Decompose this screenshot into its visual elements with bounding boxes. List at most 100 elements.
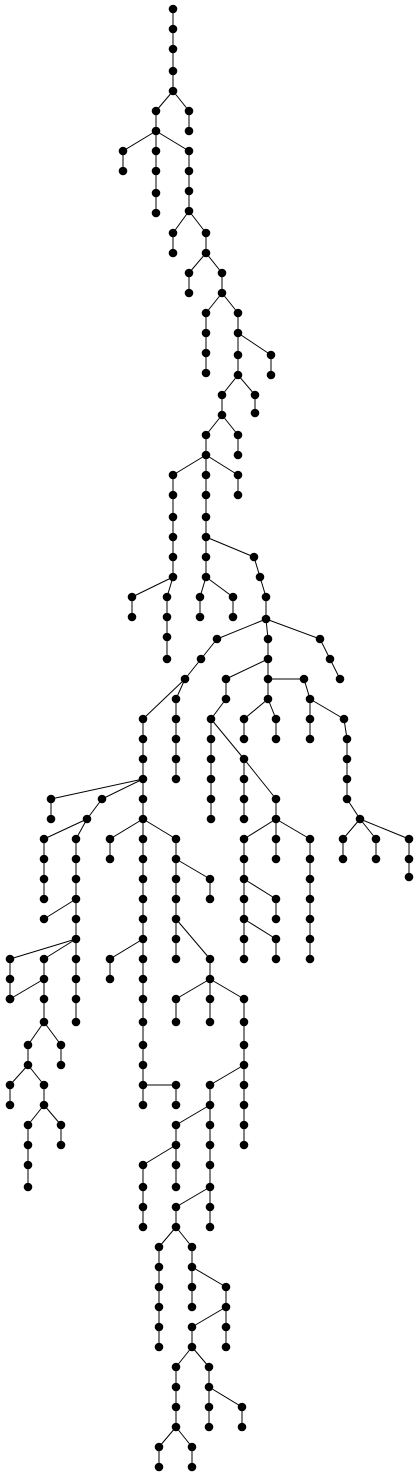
tree-edge <box>309 698 345 720</box>
tree-edge <box>205 454 239 476</box>
tree-node <box>97 794 107 804</box>
tree-node <box>233 350 243 360</box>
tree-node <box>237 1422 247 1432</box>
tree-node <box>168 552 178 562</box>
tree-node <box>71 874 81 884</box>
tree-node <box>162 632 172 642</box>
tree-node <box>71 974 81 984</box>
tree-node <box>305 914 315 924</box>
tree-node <box>105 974 115 984</box>
tree-edge <box>243 698 269 720</box>
tree-node <box>168 4 178 14</box>
tree-node <box>39 994 49 1004</box>
tree-node <box>5 1100 15 1110</box>
tree-node <box>239 874 249 884</box>
tree-node <box>239 1040 249 1050</box>
tree-node <box>233 370 243 380</box>
tree-node <box>154 1322 164 1332</box>
tree-node <box>255 572 265 582</box>
tree-node <box>263 674 273 684</box>
tree-node <box>271 714 281 724</box>
tree-node <box>171 1422 181 1432</box>
tree-node <box>305 854 315 864</box>
tree-edge <box>188 252 207 274</box>
tree-node <box>204 1382 214 1392</box>
tree-node <box>171 994 181 1004</box>
tree-node <box>342 754 352 764</box>
tree-node <box>168 86 178 96</box>
tree-node <box>271 794 281 804</box>
tree-node <box>184 268 194 278</box>
tree-edge <box>237 374 256 396</box>
tree-node <box>221 1342 231 1352</box>
tree-node <box>171 694 181 704</box>
tree-node <box>206 814 216 824</box>
tree-node <box>171 1182 181 1192</box>
tree-node <box>171 874 181 884</box>
tree-node <box>138 894 148 904</box>
tree-node <box>205 1222 215 1232</box>
tree-node <box>154 1282 164 1292</box>
tree-node <box>239 1017 249 1027</box>
tree-edge <box>155 90 174 112</box>
tree-node <box>184 166 194 176</box>
tree-node <box>205 894 215 904</box>
tree-node <box>154 1242 164 1252</box>
tree-node <box>233 450 243 460</box>
tree-node <box>271 954 281 964</box>
tree-node <box>138 1017 148 1027</box>
tree-node <box>138 954 148 964</box>
tree-edge <box>175 1186 211 1208</box>
tree-node <box>187 1442 197 1452</box>
tree-node <box>205 1160 215 1170</box>
tree-node <box>171 1382 181 1392</box>
tree-node <box>168 572 178 582</box>
tree-edge <box>210 718 245 760</box>
tree-node <box>201 228 211 238</box>
tree-node <box>5 974 15 984</box>
tree-node <box>138 1100 148 1110</box>
tree-node <box>23 1040 33 1050</box>
tree-node <box>168 248 178 258</box>
tree-edge <box>205 576 234 598</box>
tree-node <box>204 1402 214 1412</box>
tree-node <box>371 834 381 844</box>
tree-node <box>221 1282 231 1292</box>
tree-node <box>56 1120 66 1130</box>
tree-edge <box>175 978 211 1000</box>
tree-node <box>154 1262 164 1272</box>
tree-node <box>342 734 352 744</box>
tree-node <box>205 1120 215 1130</box>
tree-node <box>233 470 243 480</box>
tree-node <box>39 974 49 984</box>
tree-node <box>171 1120 181 1130</box>
tree-node <box>271 934 281 944</box>
tree-node <box>239 1120 249 1130</box>
tree-node <box>404 854 414 864</box>
tree-node <box>171 914 181 924</box>
tree-node <box>71 914 81 924</box>
tree-node <box>154 1442 164 1452</box>
tree-edge <box>225 658 269 680</box>
tree-node <box>342 794 352 804</box>
tree-nodes <box>5 4 414 1472</box>
tree-node <box>184 206 194 216</box>
tree-node <box>228 612 238 622</box>
tree-node <box>23 1182 33 1192</box>
tree-node <box>23 1060 33 1070</box>
tree-node <box>56 1060 66 1070</box>
tree-node <box>206 794 216 804</box>
tree-node <box>71 994 81 1004</box>
tree-node <box>271 814 281 824</box>
tree-node <box>205 1017 215 1027</box>
tree-node <box>228 592 238 602</box>
tree-edge <box>158 1426 177 1448</box>
tree-node <box>205 974 215 984</box>
tree-node <box>138 1182 148 1192</box>
tree-node <box>46 794 56 804</box>
tree-node <box>171 854 181 864</box>
tree-edge <box>172 210 190 234</box>
tree-node <box>195 612 205 622</box>
tree-edge <box>43 818 88 840</box>
